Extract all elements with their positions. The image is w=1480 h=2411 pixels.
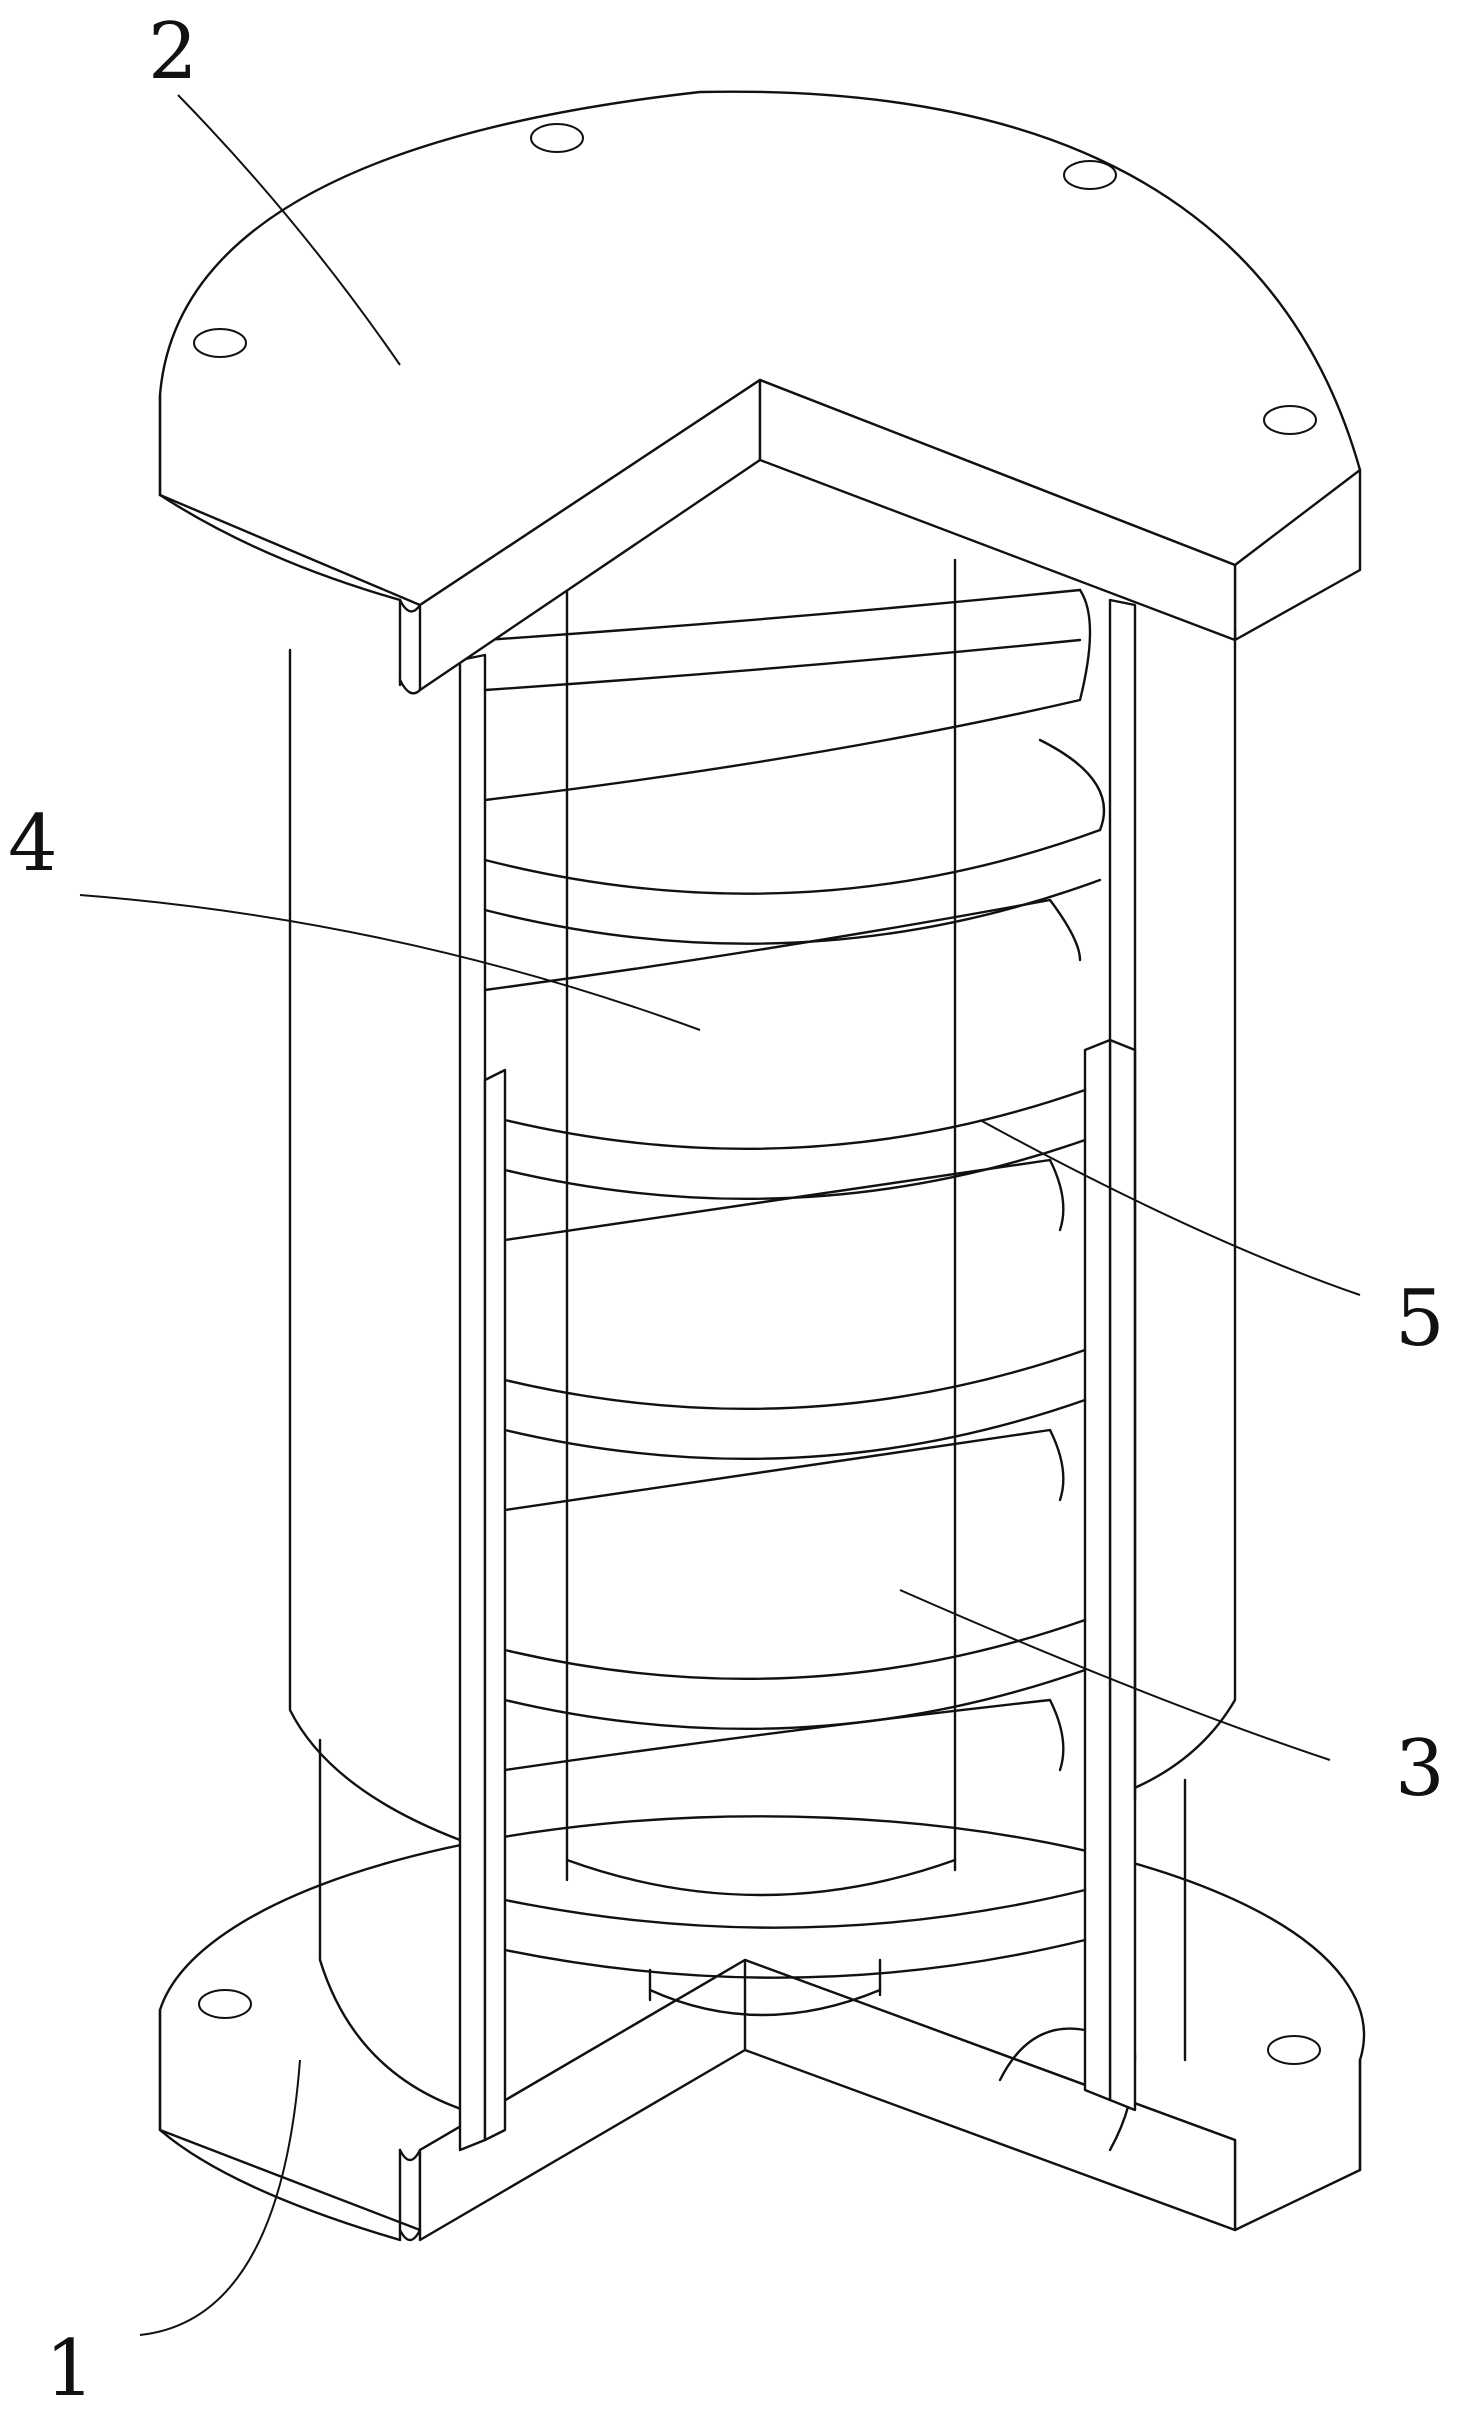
helical-spring	[483, 588, 1106, 2082]
leader-2	[177, 94, 401, 366]
reference-numerals: 2 4 5 3 1	[8, 7, 1445, 2411]
inner-column	[565, 558, 957, 2017]
ref-label-2: 2	[148, 7, 198, 97]
top-hole-3	[1063, 160, 1117, 190]
ref-label-1: 1	[45, 2324, 95, 2411]
top-plate	[158, 90, 1362, 695]
leader-lines	[79, 94, 1361, 2336]
top-hole-2	[530, 123, 584, 153]
top-hole-1	[193, 328, 247, 358]
ref-label-3: 3	[1395, 1724, 1445, 1814]
ref-label-5: 5	[1395, 1274, 1445, 1364]
leader-4	[79, 894, 701, 1031]
bottom-base	[158, 1815, 1366, 2242]
leader-5	[979, 1119, 1361, 1296]
top-hole-4	[1263, 405, 1317, 435]
leader-3	[899, 1589, 1331, 1761]
outer-sleeve	[288, 598, 1237, 2152]
base-hole-right	[1267, 2035, 1321, 2065]
leader-1	[139, 2059, 301, 2336]
base-hole-left	[198, 1989, 252, 2019]
ref-label-4: 4	[8, 799, 58, 889]
